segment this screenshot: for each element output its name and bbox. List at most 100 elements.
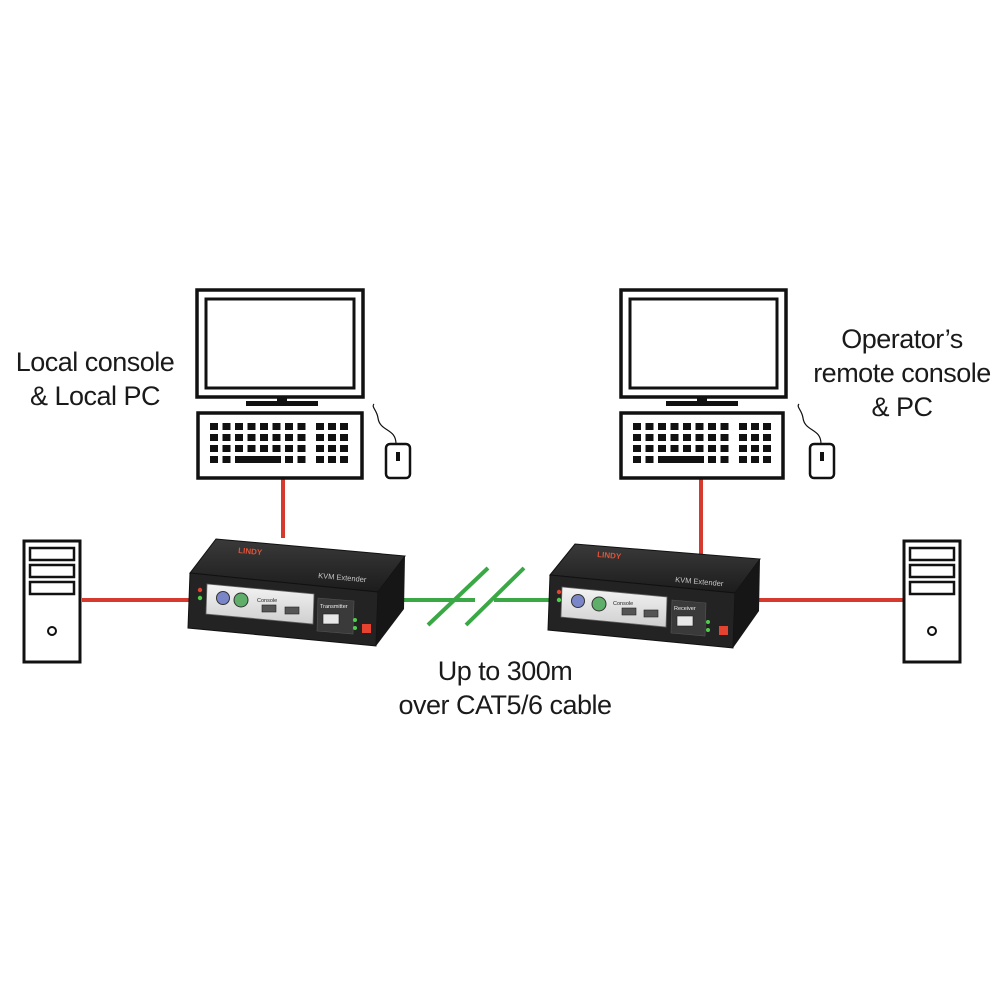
keyboard-key bbox=[658, 423, 666, 430]
keyboard-key bbox=[695, 434, 704, 441]
keyboard-key bbox=[272, 423, 281, 430]
status-led-green bbox=[556, 597, 562, 603]
cable-label-line-1: Up to 300m bbox=[437, 656, 573, 686]
keyboard-key bbox=[247, 423, 256, 430]
keyboard-key bbox=[763, 445, 771, 452]
keyboard-key bbox=[633, 456, 641, 463]
keyboard-key bbox=[285, 445, 293, 452]
keyboard-key bbox=[633, 423, 641, 430]
remote-pc-tower bbox=[902, 539, 962, 664]
keyboard-key bbox=[658, 456, 704, 463]
local-pc-tower bbox=[22, 539, 82, 664]
keyboard-key bbox=[210, 456, 218, 463]
keyboard-key bbox=[340, 456, 348, 463]
transmitter-brand: LINDY bbox=[238, 546, 263, 557]
link-led-1 bbox=[353, 618, 357, 622]
keyboard-key bbox=[633, 445, 641, 452]
kvm-transmitter-unit: LINDY KVM Extender Console Transmitter bbox=[187, 538, 406, 647]
link-led-2 bbox=[353, 626, 357, 630]
link-led-1 bbox=[706, 620, 710, 624]
receiver-port-panel bbox=[560, 586, 668, 628]
keyboard-key bbox=[695, 445, 704, 452]
keyboard-key bbox=[328, 434, 336, 441]
keyboard-key bbox=[222, 423, 231, 430]
remote-label-line-2: remote console bbox=[813, 358, 991, 388]
keyboard-key bbox=[708, 445, 716, 452]
cable-break-mark-2 bbox=[464, 566, 526, 627]
keyboard-key bbox=[285, 456, 293, 463]
keyboard-key bbox=[210, 434, 218, 441]
keyboard-key bbox=[285, 423, 293, 430]
keyboard-key bbox=[739, 456, 747, 463]
keyboard-key bbox=[340, 434, 348, 441]
keyboard-key bbox=[235, 434, 243, 441]
receiver-console-label: Console bbox=[613, 601, 633, 607]
keyboard-key bbox=[708, 434, 716, 441]
keyboard-key bbox=[260, 423, 268, 430]
keyboard-key bbox=[720, 445, 729, 452]
keyboard-key bbox=[708, 456, 716, 463]
keyboard-key bbox=[316, 423, 324, 430]
keyboard-key bbox=[222, 456, 231, 463]
keyboard-key bbox=[297, 456, 306, 463]
keyboard-key bbox=[297, 445, 306, 452]
keyboard-key bbox=[316, 456, 324, 463]
keyboard-key bbox=[670, 434, 679, 441]
transmitter-model: KVM Extender bbox=[318, 571, 367, 584]
ps2-mouse-port bbox=[591, 596, 607, 612]
keyboard-key bbox=[645, 445, 654, 452]
power-switch bbox=[719, 626, 728, 635]
usb-port-1 bbox=[261, 604, 277, 613]
usb-port-2 bbox=[643, 609, 659, 618]
keyboard-key bbox=[763, 434, 771, 441]
keyboard-key bbox=[260, 434, 268, 441]
keyboard-key bbox=[285, 434, 293, 441]
status-led-red bbox=[556, 589, 562, 595]
keyboard-key bbox=[210, 445, 218, 452]
status-led-red bbox=[197, 587, 203, 593]
keyboard-key bbox=[658, 445, 666, 452]
keyboard-key bbox=[720, 456, 729, 463]
receiver-side bbox=[733, 559, 760, 648]
keyboard-key bbox=[683, 423, 691, 430]
ps2-keyboard-port bbox=[216, 591, 230, 605]
keyboard-key bbox=[272, 434, 281, 441]
keyboard-key bbox=[683, 434, 691, 441]
local-keyboard bbox=[196, 411, 364, 480]
keyboard-key bbox=[751, 445, 759, 452]
keyboard-key bbox=[235, 456, 281, 463]
keyboard-key bbox=[670, 445, 679, 452]
link-led-2 bbox=[706, 628, 710, 632]
cat-cable bbox=[404, 566, 550, 627]
keyboard-key bbox=[645, 434, 654, 441]
usb-port-1 bbox=[621, 607, 637, 616]
remote-mouse bbox=[797, 403, 836, 480]
transmitter-console-label: Console bbox=[257, 598, 277, 604]
transmitter-rj45-port bbox=[322, 613, 340, 625]
keyboard-key bbox=[247, 445, 256, 452]
keyboard-key bbox=[658, 434, 666, 441]
cable-label-line-2: over CAT5/6 cable bbox=[398, 690, 612, 720]
keyboard-key bbox=[328, 445, 336, 452]
keyboard-key bbox=[222, 434, 231, 441]
remote-label-line-1: Operator’s bbox=[841, 324, 963, 354]
keyboard-key bbox=[340, 423, 348, 430]
keyboard-key bbox=[720, 434, 729, 441]
receiver-role-label: Receiver bbox=[674, 606, 696, 612]
status-led-green bbox=[197, 595, 203, 601]
cable-distance-label: Up to 300m over CAT5/6 cable bbox=[380, 654, 630, 722]
keyboard-key bbox=[297, 423, 306, 430]
keyboard-keys bbox=[210, 423, 348, 463]
receiver-rj45-port bbox=[676, 615, 694, 627]
keyboard-key bbox=[751, 434, 759, 441]
local-label-line-2: & Local PC bbox=[29, 381, 161, 411]
keyboard-key bbox=[633, 434, 641, 441]
remote-console-label: Operator’s remote console & PC bbox=[812, 322, 992, 424]
keyboard-key bbox=[316, 445, 324, 452]
keyboard-key bbox=[751, 456, 759, 463]
keyboard-key bbox=[683, 445, 691, 452]
keyboard-key bbox=[739, 434, 747, 441]
cable-break-mark-1 bbox=[426, 566, 490, 627]
local-console-label: Local console & Local PC bbox=[10, 345, 180, 413]
keyboard-key bbox=[328, 456, 336, 463]
